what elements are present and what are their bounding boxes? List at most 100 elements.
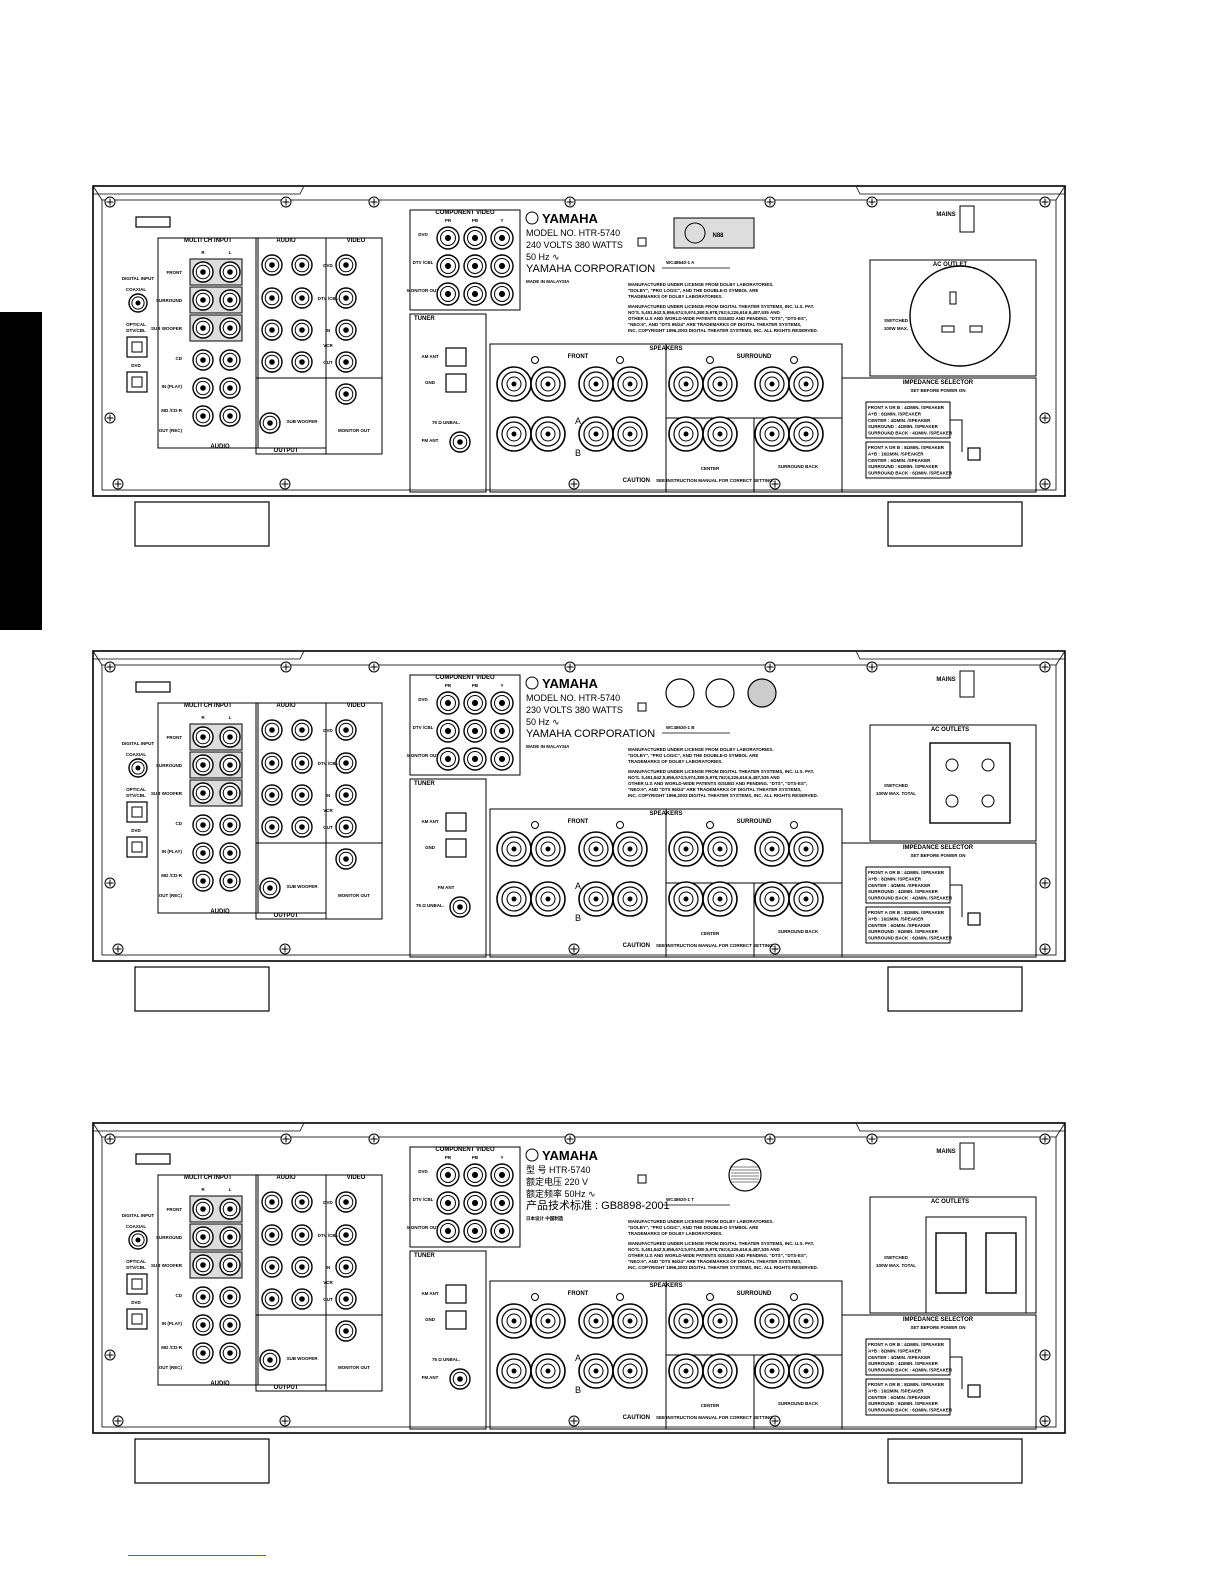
speaker-terminal-top[interactable] — [496, 366, 532, 402]
speaker-terminal-bottom[interactable] — [754, 416, 790, 452]
component-jack-pr[interactable] — [436, 719, 460, 743]
av-audio-jack-r[interactable] — [261, 319, 283, 341]
av-video-jack[interactable] — [335, 1288, 357, 1310]
optical-port-dvd[interactable] — [126, 836, 148, 858]
speaker-terminal-bottom[interactable] — [612, 881, 648, 917]
audio-jack-r[interactable] — [192, 814, 214, 836]
audio-jack-r[interactable] — [192, 349, 214, 371]
component-jack-pb[interactable] — [463, 226, 487, 250]
av-video-jack[interactable] — [335, 351, 357, 373]
av-video-jack[interactable] — [335, 1191, 357, 1213]
av-audio-jack-r[interactable] — [261, 752, 283, 774]
gnd-terminal[interactable] — [445, 838, 467, 858]
monitor-video-jack[interactable] — [335, 848, 357, 870]
speaker-terminal-top[interactable] — [754, 366, 790, 402]
component-jack-pr[interactable] — [436, 1163, 460, 1187]
av-audio-jack-l[interactable] — [291, 1288, 313, 1310]
audio-jack-r[interactable] — [192, 1314, 214, 1336]
speaker-terminal-top[interactable] — [754, 1303, 790, 1339]
ac-outlet-socket[interactable] — [929, 742, 1011, 824]
component-jack-y[interactable] — [490, 1163, 514, 1187]
av-audio-jack-l[interactable] — [291, 752, 313, 774]
speaker-terminal-bottom[interactable] — [578, 881, 614, 917]
av-audio-jack-l[interactable] — [291, 319, 313, 341]
av-audio-jack-r[interactable] — [261, 351, 283, 373]
subwoofer-jack[interactable] — [259, 877, 281, 899]
ac-outlet-socket[interactable] — [909, 265, 1011, 367]
speaker-terminal-top[interactable] — [788, 831, 824, 867]
component-jack-y[interactable] — [490, 226, 514, 250]
multi-ch-jack-r[interactable] — [192, 261, 214, 283]
audio-jack-r[interactable] — [192, 870, 214, 892]
av-video-jack[interactable] — [335, 1224, 357, 1246]
audio-jack-l[interactable] — [219, 405, 241, 427]
av-audio-jack-l[interactable] — [291, 254, 313, 276]
av-video-jack[interactable] — [335, 319, 357, 341]
optical-port-dtv[interactable] — [126, 801, 148, 823]
audio-jack-r[interactable] — [192, 405, 214, 427]
av-audio-jack-r[interactable] — [261, 1191, 283, 1213]
av-audio-jack-l[interactable] — [291, 1191, 313, 1213]
component-jack-pr[interactable] — [436, 747, 460, 771]
audio-jack-l[interactable] — [219, 870, 241, 892]
av-video-jack[interactable] — [335, 1256, 357, 1278]
speaker-terminal-top[interactable] — [612, 1303, 648, 1339]
speaker-terminal-bottom[interactable] — [530, 881, 566, 917]
av-audio-jack-l[interactable] — [291, 351, 313, 373]
gnd-terminal[interactable] — [445, 373, 467, 393]
speaker-terminal-top[interactable] — [788, 1303, 824, 1339]
speaker-terminal-bottom[interactable] — [788, 416, 824, 452]
audio-jack-l[interactable] — [219, 377, 241, 399]
multi-ch-jack-r[interactable] — [192, 1226, 214, 1248]
multi-ch-jack-r[interactable] — [192, 289, 214, 311]
audio-jack-r[interactable] — [192, 842, 214, 864]
coaxial-jack[interactable] — [128, 758, 148, 778]
audio-jack-l[interactable] — [219, 349, 241, 371]
av-video-jack[interactable] — [335, 719, 357, 741]
av-video-jack[interactable] — [335, 752, 357, 774]
speaker-terminal-bottom[interactable] — [702, 881, 738, 917]
ac-outlet-socket-1[interactable] — [935, 1232, 967, 1294]
component-jack-pr[interactable] — [436, 254, 460, 278]
speaker-terminal-top[interactable] — [668, 1303, 704, 1339]
multi-ch-jack-l[interactable] — [219, 726, 241, 748]
component-jack-pb[interactable] — [463, 719, 487, 743]
multi-ch-jack-r[interactable] — [192, 726, 214, 748]
component-jack-y[interactable] — [490, 1219, 514, 1243]
speaker-terminal-bottom[interactable] — [612, 416, 648, 452]
speaker-terminal-top[interactable] — [702, 1303, 738, 1339]
multi-ch-jack-l[interactable] — [219, 261, 241, 283]
speaker-terminal-top[interactable] — [496, 1303, 532, 1339]
multi-ch-jack-l[interactable] — [219, 1198, 241, 1220]
av-audio-jack-r[interactable] — [261, 719, 283, 741]
multi-ch-jack-l[interactable] — [219, 317, 241, 339]
subwoofer-jack[interactable] — [259, 1349, 281, 1371]
component-jack-pr[interactable] — [436, 1191, 460, 1215]
audio-jack-l[interactable] — [219, 1286, 241, 1308]
component-jack-pr[interactable] — [436, 282, 460, 306]
audio-jack-l[interactable] — [219, 1342, 241, 1364]
speaker-terminal-top[interactable] — [612, 366, 648, 402]
speaker-terminal-bottom[interactable] — [668, 881, 704, 917]
speaker-terminal-top[interactable] — [754, 831, 790, 867]
multi-ch-jack-r[interactable] — [192, 317, 214, 339]
speaker-terminal-top[interactable] — [578, 831, 614, 867]
speaker-terminal-bottom[interactable] — [668, 416, 704, 452]
ac-outlet-socket-2[interactable] — [985, 1232, 1017, 1294]
audio-jack-r[interactable] — [192, 377, 214, 399]
av-audio-jack-r[interactable] — [261, 784, 283, 806]
component-jack-pr[interactable] — [436, 226, 460, 250]
av-audio-jack-r[interactable] — [261, 1288, 283, 1310]
speaker-terminal-bottom[interactable] — [612, 1353, 648, 1389]
component-jack-pb[interactable] — [463, 1191, 487, 1215]
speaker-terminal-top[interactable] — [530, 831, 566, 867]
monitor-video-jack[interactable] — [335, 1320, 357, 1342]
av-audio-jack-r[interactable] — [261, 1256, 283, 1278]
speaker-terminal-bottom[interactable] — [788, 881, 824, 917]
subwoofer-jack[interactable] — [259, 412, 281, 434]
av-video-jack[interactable] — [335, 287, 357, 309]
optical-port-dtv[interactable] — [126, 1273, 148, 1295]
multi-ch-jack-l[interactable] — [219, 289, 241, 311]
audio-jack-r[interactable] — [192, 1342, 214, 1364]
audio-jack-l[interactable] — [219, 842, 241, 864]
